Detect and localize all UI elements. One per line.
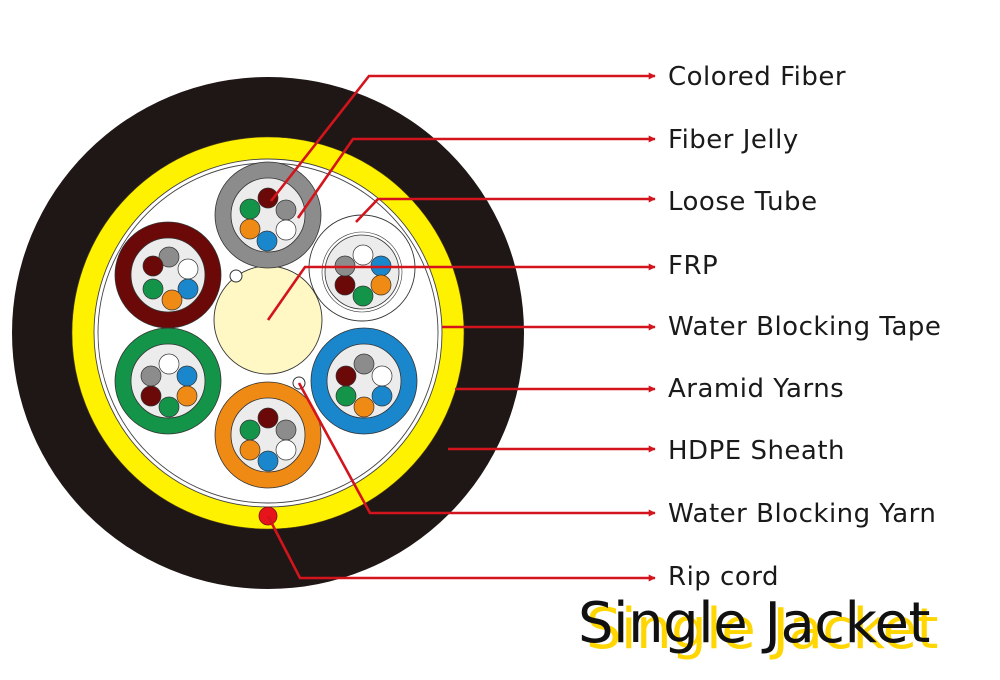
water-blocking-yarn-1 <box>229 269 243 283</box>
fiber-orange <box>370 274 392 296</box>
fiber-gray <box>353 353 375 375</box>
fiber-gray <box>158 246 180 268</box>
fiber-brown <box>257 407 279 429</box>
fiber-gray <box>275 419 297 441</box>
leader-lines <box>266 72 656 582</box>
fiber-blue <box>256 230 278 252</box>
fiber-white <box>371 365 393 387</box>
fiber-green <box>352 285 374 307</box>
fiber-orange <box>239 218 261 240</box>
fiber-orange <box>176 385 198 407</box>
fiber-blue <box>177 278 199 300</box>
fiber-gray <box>140 365 162 387</box>
label-frp: FRP <box>668 251 719 281</box>
fiber-brown <box>140 385 162 407</box>
loose-tube-green <box>114 327 222 435</box>
label-water-blocking-tape: Water Blocking Tape <box>668 312 942 342</box>
loose-tube-brown <box>114 221 222 329</box>
leader-water-blocking-yarn <box>297 382 656 517</box>
label-aramid-yarns: Aramid Yarns <box>668 374 845 404</box>
label-loose-tube: Loose Tube <box>668 187 818 217</box>
fiber-blue <box>257 450 279 472</box>
fiber-blue <box>371 385 393 407</box>
fiber-white <box>177 258 199 280</box>
loose-tube-gray <box>214 161 322 269</box>
fiber-blue <box>176 365 198 387</box>
fiber-brown <box>334 274 356 296</box>
leader-fiber-jelly <box>296 135 656 219</box>
label-water-blocking-yarn: Water Blocking Yarn <box>668 499 937 529</box>
fiber-green <box>158 396 180 418</box>
fiber-gray <box>275 199 297 221</box>
leader-rip-cord <box>266 515 656 582</box>
label-fiber-jelly: Fiber Jelly <box>668 125 799 155</box>
fiber-orange <box>161 289 183 311</box>
fiber-orange <box>239 439 261 461</box>
fiber-white <box>275 439 297 461</box>
fiber-brown <box>257 187 279 209</box>
title-text: Single Jacket <box>578 591 930 656</box>
fiber-green <box>142 278 164 300</box>
loose-tube-orange <box>214 381 322 489</box>
label-colored-fiber: Colored Fiber <box>668 62 847 92</box>
loose-tube-blue <box>310 327 418 435</box>
leader-loose-tube <box>355 195 656 223</box>
leader-frp <box>266 263 656 321</box>
title-shadow-text: Single Jacket <box>586 597 938 662</box>
diagram-title: Single Jacket Single Jacket <box>578 592 978 672</box>
fiber-brown <box>142 255 164 277</box>
fiber-orange <box>353 396 375 418</box>
fiber-white <box>352 244 374 266</box>
fiber-green <box>239 198 261 220</box>
label-hdpe-sheath: HDPE Sheath <box>668 436 846 466</box>
fiber-white <box>158 353 180 375</box>
fiber-white <box>275 219 297 241</box>
fiber-green <box>335 385 357 407</box>
fiber-green <box>239 419 261 441</box>
leader-colored-fiber <box>269 72 656 202</box>
fiber-brown <box>335 365 357 387</box>
label-rip-cord: Rip cord <box>668 562 779 592</box>
